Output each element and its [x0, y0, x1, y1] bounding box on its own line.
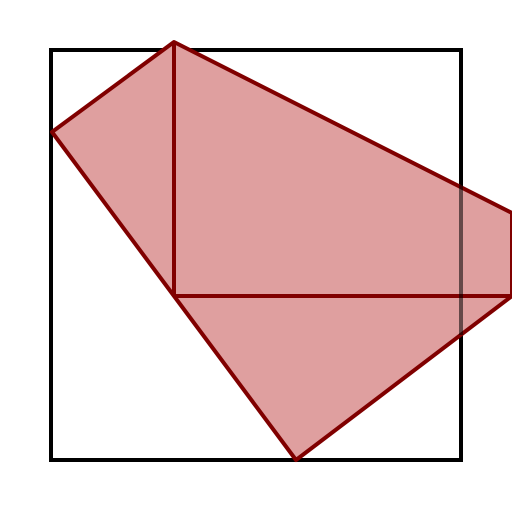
- kite-shape: [50, 40, 512, 462]
